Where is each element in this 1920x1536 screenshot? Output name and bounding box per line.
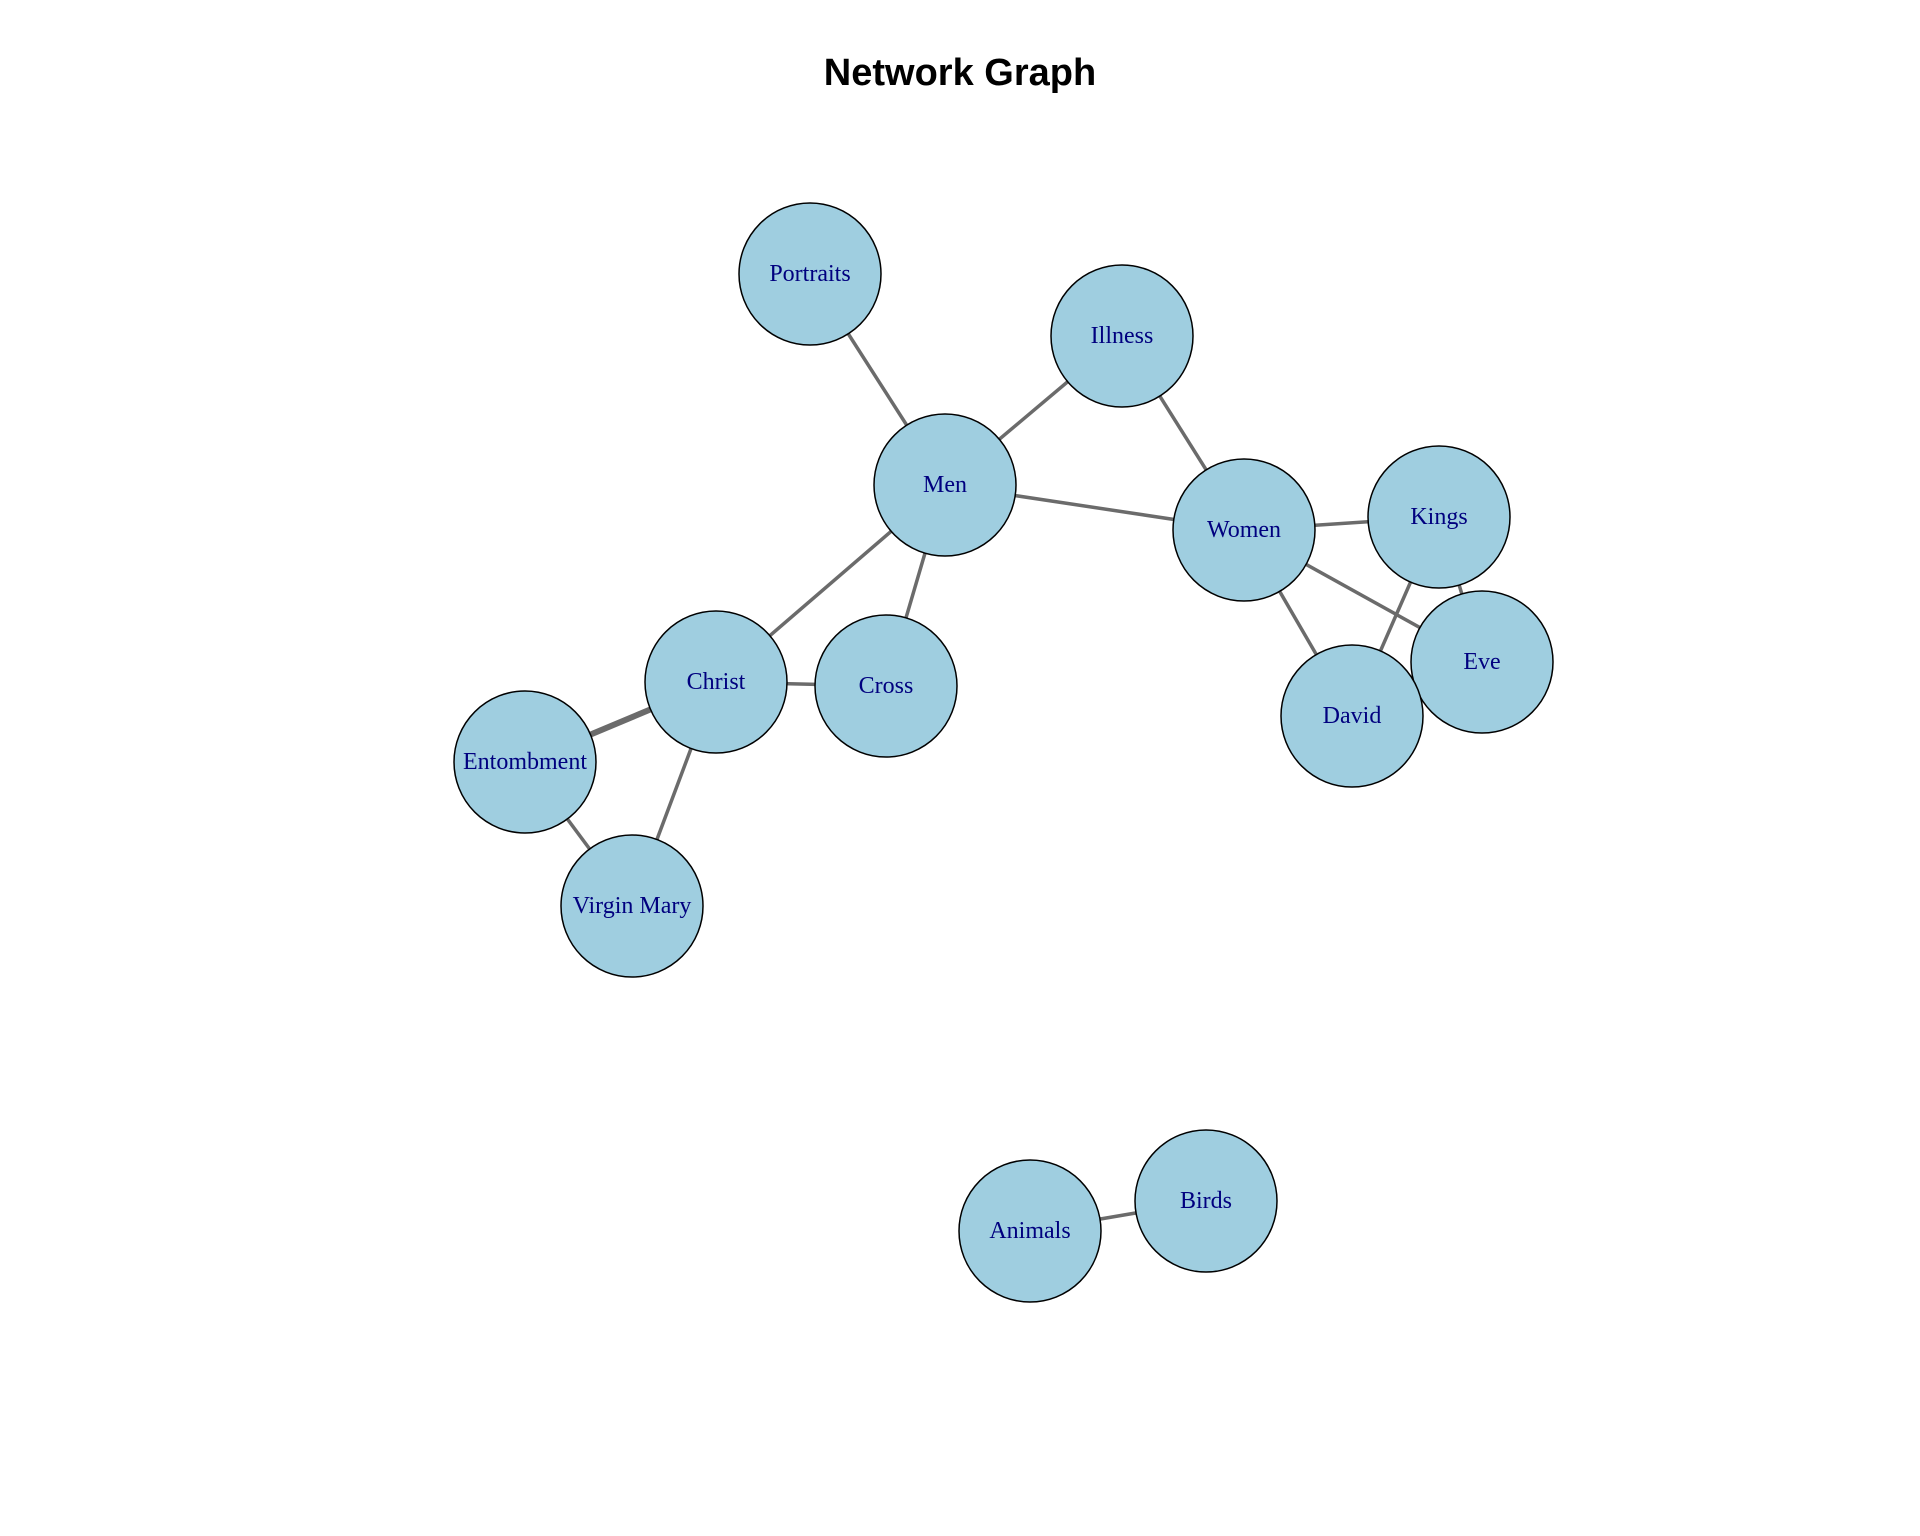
- node-label-david: David: [1323, 703, 1382, 729]
- node-circle-illness: [1050, 264, 1194, 408]
- node-cross: Cross: [814, 614, 958, 758]
- node-david: David: [1280, 644, 1424, 788]
- node-women: Women: [1172, 458, 1316, 602]
- node-circle-christ: [644, 610, 788, 754]
- node-circle-animals: [958, 1159, 1102, 1303]
- node-label-christ: Christ: [687, 669, 746, 695]
- node-circle-birds: [1134, 1129, 1278, 1273]
- node-circle-virgin-mary: [560, 834, 704, 978]
- node-illness: Illness: [1050, 264, 1194, 408]
- node-label-kings: Kings: [1410, 504, 1467, 530]
- node-circle-david: [1280, 644, 1424, 788]
- node-circle-eve: [1410, 590, 1554, 734]
- node-men: Men: [873, 413, 1017, 557]
- node-animals: Animals: [958, 1159, 1102, 1303]
- node-circle-entombment: [453, 690, 597, 834]
- node-label-animals: Animals: [989, 1218, 1070, 1244]
- node-label-birds: Birds: [1180, 1188, 1232, 1214]
- node-circle-portraits: [738, 202, 882, 346]
- node-entombment: Entombment: [453, 690, 597, 834]
- node-label-virgin-mary: Virgin Mary: [573, 893, 692, 919]
- node-label-men: Men: [923, 472, 967, 498]
- node-kings: Kings: [1367, 445, 1511, 589]
- node-birds: Birds: [1134, 1129, 1278, 1273]
- graph-title: Network Graph: [823, 52, 1097, 94]
- node-label-eve: Eve: [1463, 649, 1500, 675]
- node-circle-men: [873, 413, 1017, 557]
- node-label-illness: Illness: [1091, 323, 1154, 349]
- node-label-portraits: Portraits: [769, 261, 850, 287]
- node-label-entombment: Entombment: [463, 749, 587, 775]
- node-circle-cross: [814, 614, 958, 758]
- node-circle-women: [1172, 458, 1316, 602]
- node-portraits: Portraits: [738, 202, 882, 346]
- node-label-cross: Cross: [859, 673, 914, 699]
- node-christ: Christ: [644, 610, 788, 754]
- node-label-women: Women: [1207, 517, 1281, 543]
- node-eve: Eve: [1410, 590, 1554, 734]
- node-virgin-mary: Virgin Mary: [560, 834, 704, 978]
- node-circle-kings: [1367, 445, 1511, 589]
